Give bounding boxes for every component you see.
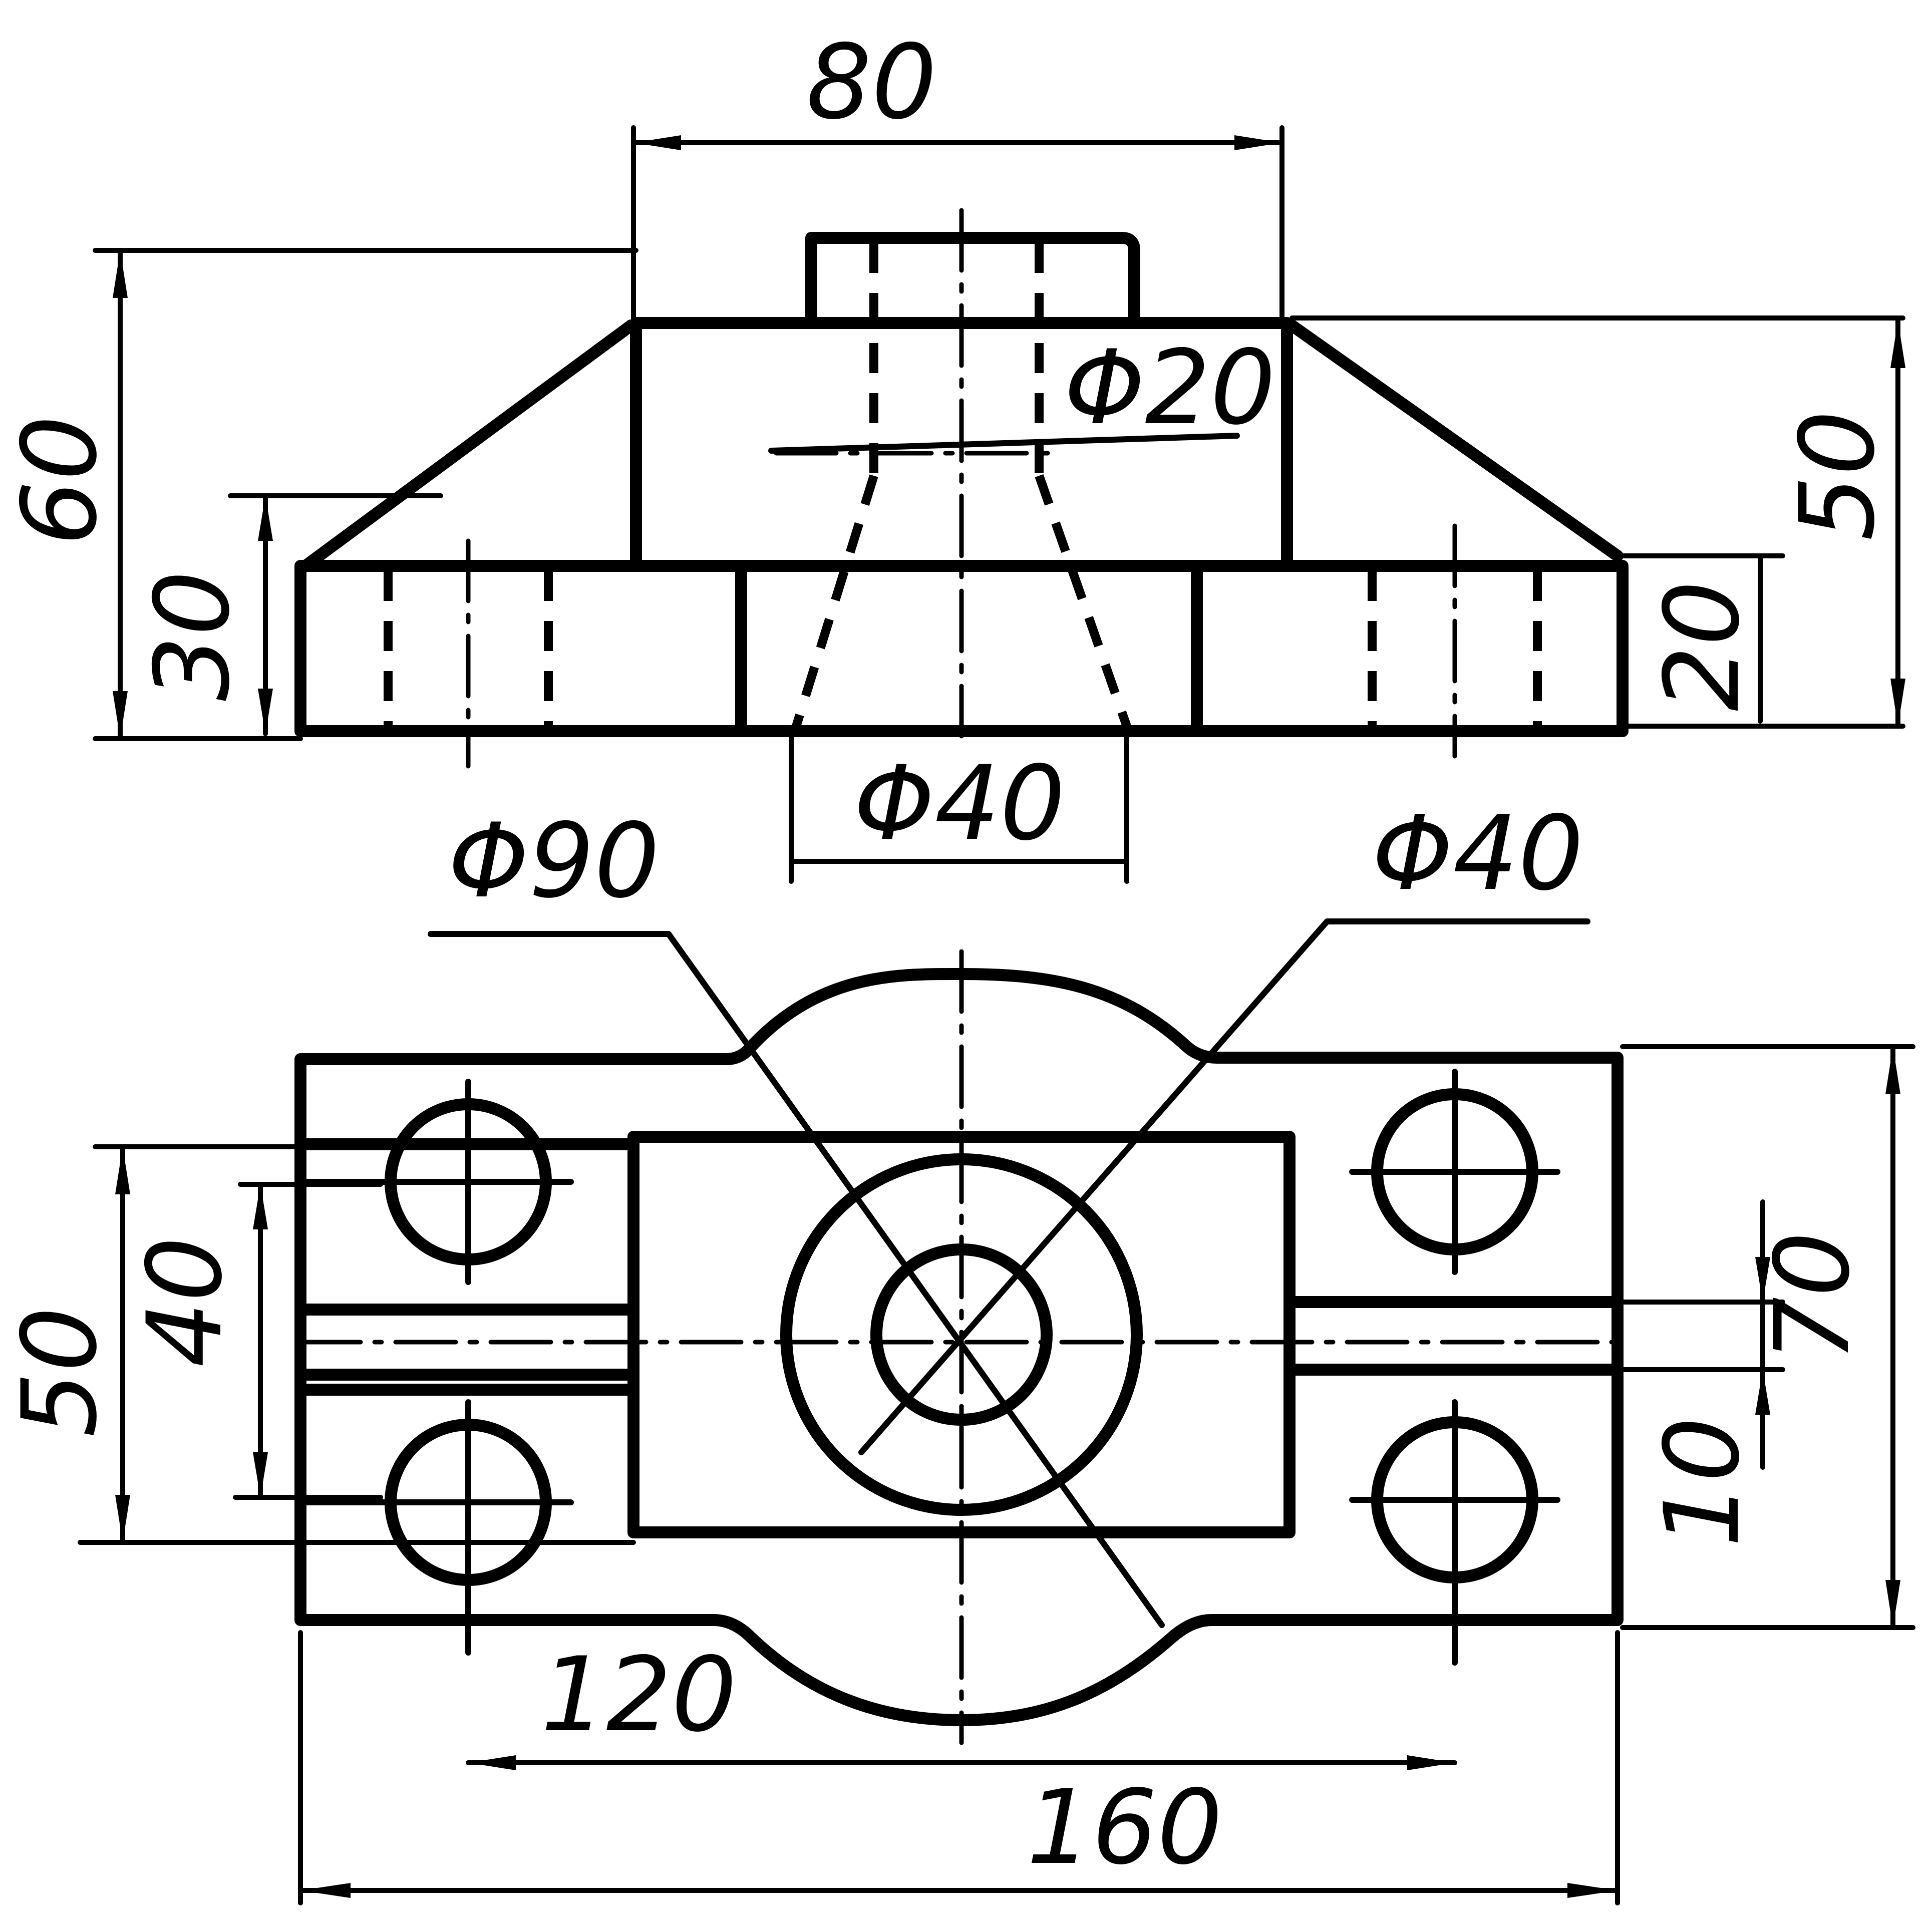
dim-text-phi20: Φ20 bbox=[1064, 329, 1275, 448]
arrow-50l-top bbox=[115, 1147, 130, 1194]
hidden-cone-right bbox=[1035, 474, 1131, 728]
top-view bbox=[294, 918, 1635, 1745]
arrow-160-right bbox=[1567, 1883, 1618, 1898]
dim-text-60: 60 bbox=[1, 415, 120, 546]
dim-text-40: 40 bbox=[126, 1236, 245, 1367]
dim-text-70: 70 bbox=[1753, 1231, 1872, 1362]
front-view-dimensions: 80 60 30 Φ20 50 20 Φ40 bbox=[1, 23, 1905, 884]
leader-phi20 bbox=[768, 433, 1240, 454]
arrow-30-bottom bbox=[258, 689, 273, 734]
right-rib-line bbox=[1286, 319, 1624, 562]
arrow-160-left bbox=[300, 1883, 351, 1898]
top-boss-outline bbox=[805, 232, 1140, 329]
dim-text-30: 30 bbox=[133, 570, 252, 701]
arrow-80-right bbox=[1234, 135, 1282, 150]
leader-phi90-diagonal bbox=[666, 931, 1165, 1628]
dim-text-50-left: 50 bbox=[1, 1307, 120, 1437]
dim-text-phi40-plan: Φ40 bbox=[1372, 794, 1583, 913]
dim-text-20: 20 bbox=[1643, 580, 1762, 711]
arrow-30-top bbox=[258, 496, 273, 541]
arrow-40-bottom bbox=[253, 1452, 268, 1497]
front-view bbox=[294, 208, 1629, 769]
arrow-50r-top bbox=[1890, 321, 1905, 368]
dim-text-80: 80 bbox=[806, 23, 937, 142]
arrow-40-top bbox=[253, 1184, 268, 1229]
dim-text-50-right: 50 bbox=[1778, 410, 1897, 541]
arrow-50r-bottom bbox=[1890, 679, 1905, 726]
arrow-120-left bbox=[468, 1755, 516, 1770]
dim-text-160: 160 bbox=[1027, 1768, 1222, 1887]
arrow-120-right bbox=[1407, 1755, 1455, 1770]
top-view-dimensions: Φ90 Φ40 50 40 70 10 bbox=[1, 794, 1915, 1905]
plan-outer-contour bbox=[294, 968, 1624, 1726]
left-rib-line bbox=[299, 319, 637, 572]
dim-text-120: 120 bbox=[541, 1636, 737, 1755]
arrow-60-top bbox=[113, 250, 128, 298]
arrow-70-top bbox=[1885, 1047, 1900, 1094]
leader-phi40-diagonal bbox=[858, 918, 1330, 1455]
arrow-70-bottom bbox=[1885, 1580, 1900, 1628]
arrow-80-left bbox=[633, 135, 681, 150]
arrow-10-top bbox=[1755, 1257, 1770, 1302]
dim-text-phi40-front: Φ40 bbox=[854, 744, 1065, 863]
arrow-60-bottom bbox=[113, 691, 128, 739]
hidden-cone-left bbox=[792, 474, 878, 728]
dim-text-10: 10 bbox=[1643, 1417, 1762, 1547]
dim-text-phi90: Φ90 bbox=[448, 802, 660, 921]
arrow-10-bottom bbox=[1755, 1370, 1770, 1415]
arrow-50l-bottom bbox=[115, 1495, 130, 1542]
